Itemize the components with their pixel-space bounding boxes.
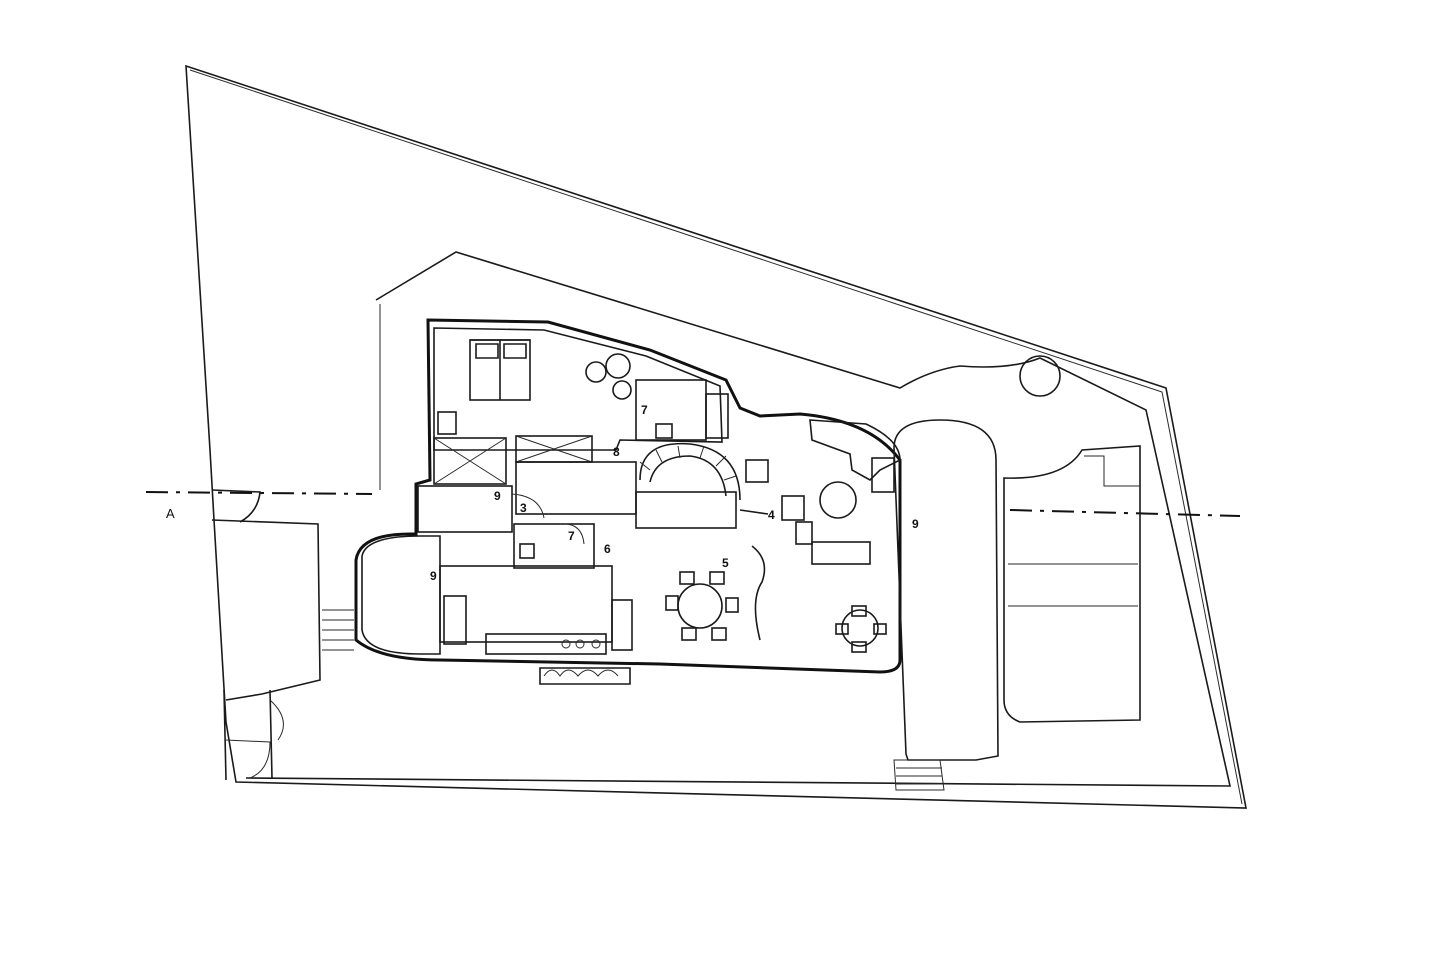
room-label-7-upper: 7 [641,403,648,417]
entry-hall: 9 3 [417,485,545,533]
pool [1003,445,1141,723]
bathroom-upper: 7 [585,353,729,441]
room-label-8: 8 [613,445,620,459]
living-room: 4 [739,419,901,653]
entrance-gates [211,489,354,781]
garden-boundary [245,251,1232,787]
building-walls [354,318,902,674]
bedroom [433,339,593,485]
room-label-9-entry: 9 [494,489,501,503]
kitchen [439,565,633,655]
section-marker-a: A [166,506,175,521]
property-boundary [185,64,1247,809]
room-label-9-terrace: 9 [430,569,437,583]
stair-hall: 8 [515,442,741,529]
terrace-right: 9 [893,419,999,791]
room-label-7-lower: 7 [568,529,575,543]
room-label-9-right: 9 [912,517,919,531]
dining-room: 5 [665,545,766,641]
terrace-left: 9 [361,535,441,655]
room-label-6: 6 [604,542,611,556]
bathroom-lower: 7 6 [513,523,611,569]
room-label-3: 3 [520,501,527,515]
section-line: A [145,491,1241,521]
room-label-4: 4 [768,508,775,522]
planting-bed [539,667,631,685]
room-label-5: 5 [722,556,729,570]
